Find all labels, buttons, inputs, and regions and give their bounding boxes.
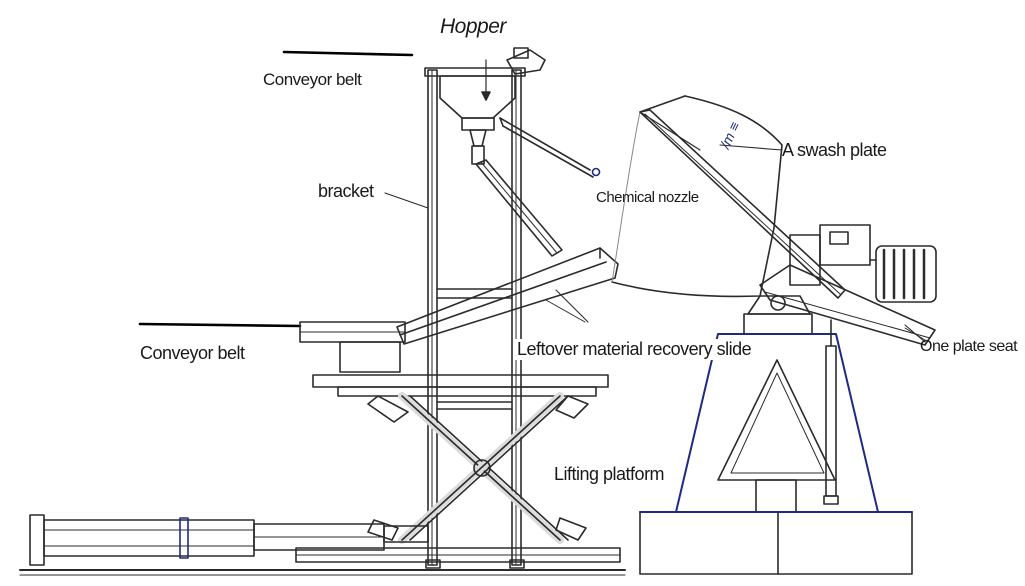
lifting-platform-label: Lifting platform <box>552 464 667 485</box>
recovery-slide <box>396 247 619 345</box>
conveyor-belt-bottom <box>138 321 406 373</box>
motor-assembly <box>789 224 937 303</box>
conveyor-belt-bottom-label: Conveyor belt <box>140 343 245 363</box>
ground-line <box>19 569 626 576</box>
plate-seat-label: One plate seat <box>920 338 1018 355</box>
chemical-nozzle <box>499 117 601 178</box>
leader-lines <box>384 144 926 343</box>
recovery-slide-label: Leftover material recovery slide <box>515 339 754 360</box>
chemical-nozzle-label: Chemical nozzle <box>596 189 699 206</box>
conveyor-belt-top-label: Conveyor belt <box>263 70 362 89</box>
base-block <box>639 511 913 575</box>
hopper <box>439 47 563 257</box>
swash-plate-label: A swash plate <box>782 140 887 160</box>
hopper-label: Hopper <box>440 15 506 38</box>
hydraulic-cylinder <box>29 514 429 566</box>
bracket-frame <box>424 67 526 569</box>
conveyor-belt-top-line <box>282 50 414 57</box>
bracket-label: bracket <box>318 181 374 201</box>
